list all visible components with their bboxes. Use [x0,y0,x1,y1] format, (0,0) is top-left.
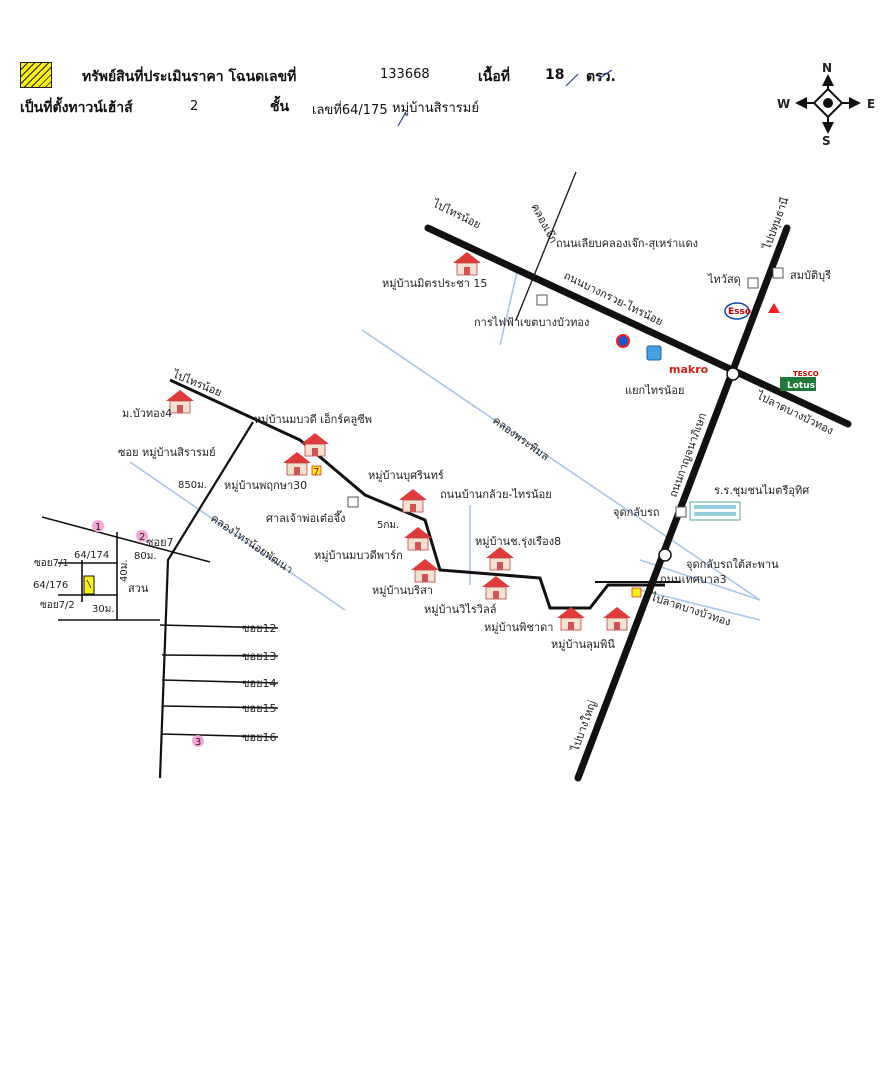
label-to-pathum: ไปปทุมธานี [760,195,791,252]
deed-number: 133668 [380,67,430,82]
soi-15-line [161,705,279,709]
legend-swatch [20,62,52,88]
label-sombat-buri: สมบัติบุรี [790,269,831,282]
road-bang-kruai-sai-noi [424,224,852,428]
label-dist-850: 850ม. [178,480,207,491]
floor-count: 2 [190,99,199,114]
label-wat-sai: ไทวัสดุ [707,273,741,286]
label-mobawadee-park: หมู่บ้านมบวดีพาร์ก [314,549,403,562]
label-thetsaban-3: ถนนเทศบาล3 [660,573,727,586]
canal-khlong-chek [499,267,519,346]
makro-label: makro [669,363,709,376]
road-khlong-chek [515,171,577,321]
address-number: เลขที่64/175 [312,103,388,118]
soi-13-line [161,654,279,657]
esso-label: Esso [728,307,751,317]
label-soi-7-2: ซอย7/2 [40,600,75,611]
soi-16-line [161,733,279,738]
tesco-label: TESCO [793,370,819,378]
label-soi-sirarom: ซอย หมู่บ้านสิรารมย์ [118,446,216,459]
label-phichada: หมู่บ้านพิชาดา [484,621,553,634]
label-soi-13: ซอย13 [242,650,277,663]
compass-w: W [777,97,790,111]
marker-1 [92,520,104,532]
compass-e: E [867,97,875,111]
esso-icon [724,302,750,320]
label-dist-80: 80ม. [134,551,157,562]
label-boonsiri: หมู่บ้านบุศรินทร์ [368,469,444,482]
area-label: เนื้อที่ [478,69,510,85]
road-kalwai-sai-noi [169,378,665,610]
area-value: 18 [545,67,565,83]
road-kanchanaphisek [574,224,791,782]
label-bua-thong-4: ม.บัวทอง4 [122,407,172,420]
marker-2-label: 2 [139,532,145,543]
lotus-icon [780,377,816,391]
label-kalwai-sai-noi: ถนนบ้านกล้วย-ไทรน้อย [440,488,552,501]
label-lumphini: หมู่บ้านลุมพินี [551,638,615,651]
label-sai-noi-junction: แยกไทรน้อย [625,384,684,397]
canal-sai-noi-phatthana [129,461,346,611]
label-mit-pracha: หมู่บ้านมิตรประชา 15 [382,277,487,290]
soi-14-line [161,679,279,684]
school-icon [689,501,741,521]
label-garden: สวน [128,582,149,595]
label-soi-14: ซอย14 [242,677,277,690]
compass-s: S [822,134,831,148]
marker-2 [136,530,148,542]
header-line2-label: เป็นที่ตั้งทาวน์เฮ้าส์ [20,100,133,116]
label-school: ร.ร.ชุมชนไมตรีอุทิศ [714,484,809,497]
label-ch-rungrueang: หมู่บ้านช.รุ่งเรือง8 [475,535,561,548]
marker-3 [192,735,204,747]
label-soi-15: ซอย15 [242,702,277,715]
label-u-turn: จุดกลับรถ [613,506,660,519]
label-soi-7: ซอย7 [146,536,174,549]
label-wiraporn-villa: หมู่บ้านวิไรวิลล์ [424,603,496,616]
marker-3-label: 3 [195,737,201,748]
canal-phra-phimon [361,329,761,601]
label-shrine: ศาลเจ้าพ่อเต๋อจึ๊ง [266,510,345,525]
label-soi-16: ซอย16 [242,731,277,744]
label-dist-5km: 5กม. [377,520,399,531]
village-name: หมู่บ้านสิรารมย์ [392,101,479,116]
label-borisa: หมู่บ้านบริสา [372,584,433,597]
label-dist-30: 30ม. [92,604,115,615]
label-plot-64-176: 64/176 [33,580,68,591]
label-electricity: การไฟฟ้าเขตบางบัวทอง [474,316,589,329]
marker-1-label: 1 [95,522,101,533]
soi-12-line [159,624,279,629]
floors-label: ชั้น [270,99,290,115]
bank-icon [646,345,662,361]
label-seven-eleven: 7 [313,467,319,478]
label-kloeng-chek-road: ถนนเลียบคลองเจ๊ก-สุเหร่าแดง [556,237,698,250]
road-soi-sirarom [158,421,254,779]
subject-property [83,575,95,595]
canal-lower [639,589,761,621]
label-soi-7-1: ซอย7/1 [34,558,69,569]
mitsubishi-icon [768,303,780,313]
lotus-label: Lotus [787,381,815,391]
label-to-sai-noi-top: ไปไทรน้อย [430,197,483,232]
header-line1-label: ทรัพย์สินที่ประเมินราคา โฉนดเลขที่ [82,69,297,85]
label-dist-40: 40ม. [119,560,130,583]
ptt-icon [616,334,630,348]
label-soi-12: ซอย12 [242,622,277,635]
label-plot-64-174: 64/174 [74,550,109,561]
label-mobawadee: หมู่บ้านมบวดี เอ็กร์คลูซีพ [254,412,372,426]
label-u-turn-bridge: จุดกลับรถใต้สะพาน [686,558,779,571]
label-phra-phimon: คลองพระพิมล [490,414,551,464]
compass-n: N [822,61,832,75]
compass: N S W E [777,61,875,148]
label-phruksa-30: หมู่บ้านพฤกษา30 [224,479,307,492]
